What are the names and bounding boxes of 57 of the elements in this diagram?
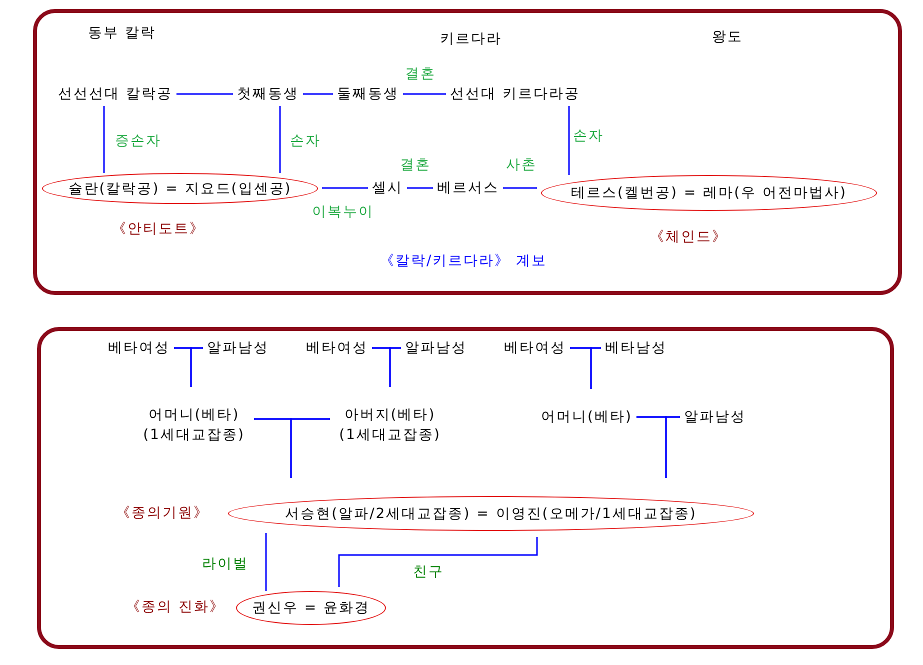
edge-label: 결혼 bbox=[400, 156, 431, 174]
name-text: 아버지(베타) (1세대교잡종) bbox=[334, 405, 446, 445]
edge-label: 손자 bbox=[290, 132, 321, 150]
edge-label: 사촌 bbox=[506, 156, 537, 174]
relation-line bbox=[665, 416, 680, 478]
relation-line bbox=[190, 347, 203, 387]
name-text: 베타여성 bbox=[504, 338, 566, 358]
edge-label: 친구 bbox=[413, 563, 444, 581]
name-text: 베르서스 bbox=[437, 178, 499, 198]
chart-caption: 《칼락/키르다라》 계보 bbox=[380, 252, 548, 270]
edge-label: 결혼 bbox=[405, 65, 436, 83]
edge-label: 증손자 bbox=[115, 132, 162, 150]
story-title: 《체인드》 bbox=[650, 228, 728, 246]
name-text: 알파남성 bbox=[684, 407, 746, 427]
couple-text: 권신우 = 윤화경 bbox=[252, 599, 370, 618]
relation-line bbox=[568, 106, 570, 175]
relation-line bbox=[265, 533, 267, 591]
name-text: 첫째동생 bbox=[237, 84, 299, 104]
story-title: 《안티도트》 bbox=[112, 220, 205, 238]
couple-oval bbox=[236, 591, 386, 625]
relation-line bbox=[290, 418, 330, 478]
name-text: 베타여성 bbox=[306, 338, 368, 358]
name-text: 알파남성 bbox=[405, 338, 467, 358]
region-heading: 동부 칼락 bbox=[88, 24, 156, 42]
name-text: 베타남성 bbox=[605, 338, 667, 358]
relation-line bbox=[403, 93, 446, 95]
couple-oval bbox=[42, 173, 318, 204]
edge-label: 손자 bbox=[573, 127, 604, 145]
story-title: 《종의 진화》 bbox=[126, 598, 225, 616]
couple-text: 서승현(알파/2세대교잡종) = 이영진(오메가/1세대교잡종) bbox=[285, 504, 697, 524]
name-text: 알파남성 bbox=[207, 338, 269, 358]
relation-line bbox=[338, 537, 538, 587]
name-text: 둘째동생 bbox=[337, 84, 399, 104]
relation-line bbox=[279, 106, 281, 173]
relation-line bbox=[303, 93, 333, 95]
name-text: 어머니(베타) bbox=[541, 407, 632, 427]
couple-text: 테르스(켈번공) = 레마(우 어전마법사) bbox=[571, 184, 847, 203]
couple-oval bbox=[541, 175, 877, 211]
region-heading: 키르다라 bbox=[440, 30, 502, 48]
relation-line bbox=[176, 93, 233, 95]
region-heading: 왕도 bbox=[712, 28, 743, 46]
relation-line bbox=[322, 187, 368, 189]
name-text: 선선대 키르다라공 bbox=[450, 84, 580, 104]
couple-text: 슐란(칼락공) = 지요드(입센공) bbox=[68, 180, 292, 198]
relation-line bbox=[590, 347, 601, 389]
name-text: 베타여성 bbox=[108, 338, 170, 358]
relation-line bbox=[103, 106, 105, 173]
relation-line bbox=[407, 187, 433, 189]
story-title: 《종의기원》 bbox=[116, 504, 209, 522]
relation-line bbox=[503, 187, 537, 189]
panel-frame bbox=[37, 327, 894, 649]
name-text: 선선선대 칼락공 bbox=[58, 84, 172, 104]
edge-label: 라이벌 bbox=[202, 555, 248, 573]
name-text: 셀시 bbox=[372, 178, 403, 198]
couple-oval bbox=[228, 496, 754, 531]
name-text: 어머니(베타) (1세대교잡종) bbox=[138, 405, 250, 445]
relation-line bbox=[389, 347, 401, 387]
